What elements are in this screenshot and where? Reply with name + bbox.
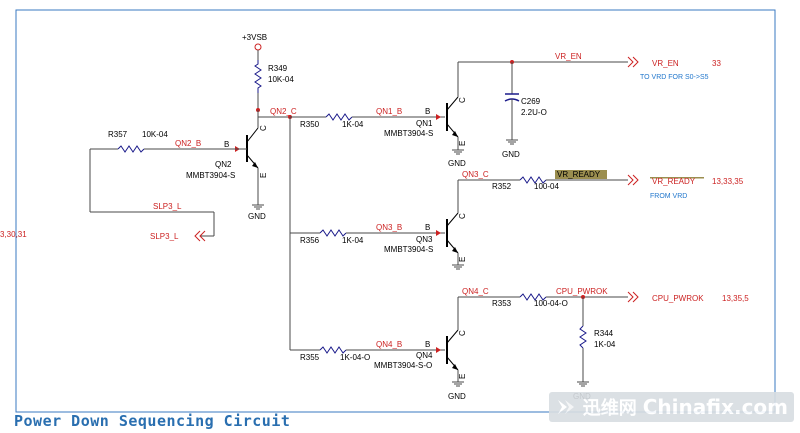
watermark: 迅维网 Chinafix.com	[548, 392, 794, 422]
vr-en-port-note: TO VRD FOR S0->S5	[640, 74, 709, 81]
slp3-l-port-label: SLP3_L	[150, 232, 179, 241]
r350-ref: R350	[300, 120, 320, 129]
gnd-qn1: GND	[448, 149, 466, 168]
watermark-en: Chinafix.com	[642, 395, 788, 419]
offpage-vr-en: VR_EN 33 TO VRD FOR S0->S5	[627, 56, 721, 81]
qn2-part: MMBT3904-S	[186, 171, 235, 180]
resistor-r355: R355 1K-04-O	[290, 346, 445, 362]
qn2-pin-b: B	[224, 140, 229, 149]
vr-ready-port-refs: 13,33,35	[712, 177, 744, 186]
vr-en-port-refs: 33	[712, 59, 721, 68]
resistor-r350: R350 1K-04	[290, 113, 445, 129]
qn4-ref: QN4	[416, 351, 433, 360]
net-cpu-pwrok: CPU_PWROK	[556, 287, 608, 296]
qn3-ref: QN3	[416, 235, 433, 244]
sheet-border	[15, 9, 776, 413]
qn4-pin-e: E	[458, 374, 467, 379]
left-edge-ref: 3,30,31	[0, 230, 27, 239]
resistor-r349: R349 10K-04	[254, 60, 294, 110]
resistor-r353: R353 100-04-O	[492, 293, 628, 308]
power-label: +3VSB	[242, 33, 267, 42]
offpage-slp3-l: SLP3_L	[150, 230, 206, 242]
r357-value: 10K-04	[142, 130, 168, 139]
r353-value: 100-04-O	[534, 299, 568, 308]
watermark-cn: 迅维网	[582, 398, 637, 419]
qn1-pin-e: E	[458, 141, 467, 146]
r352-value: 100-04	[534, 182, 559, 191]
resistor-r344: R344 1K-04	[579, 297, 616, 382]
r357-ref: R357	[108, 130, 128, 139]
qn1-pin-b: B	[425, 107, 430, 116]
c269-value: 2.2U-O	[521, 108, 547, 117]
r353-ref: R353	[492, 299, 512, 308]
qn1-part: MMBT3904-S	[384, 129, 433, 138]
net-qn2-c: QN2_C	[270, 107, 297, 116]
qn1-ref: QN1	[416, 119, 433, 128]
gnd-qn2: GND	[248, 204, 266, 221]
qn3-pin-c: C	[458, 213, 467, 219]
qn4-part: MMBT3904-S-O	[374, 361, 432, 370]
transistor-qn1: C E QN1 MMBT3904-S	[384, 62, 467, 150]
r350-value: 1K-04	[342, 120, 364, 129]
r355-ref: R355	[300, 353, 320, 362]
qn2-pin-e: E	[259, 173, 268, 178]
net-vr-ready: VR_READY	[557, 170, 601, 179]
transistor-qn4: C E QN4 MMBT3904-S-O	[374, 297, 467, 382]
resistor-r356: R356 1K-04	[290, 229, 445, 245]
qn4-pin-c: C	[458, 330, 467, 336]
gnd-qn1-label: GND	[448, 159, 466, 168]
net-qn2-b: QN2_B	[175, 139, 201, 148]
gnd-qn2-label: GND	[248, 212, 266, 221]
qn2-ref: QN2	[215, 160, 232, 169]
r344-ref: R344	[594, 329, 614, 338]
net-qn1-b: QN1_B	[376, 107, 402, 116]
vr-en-port-name: VR_EN	[652, 59, 679, 68]
resistor-r352: R352 100-04	[492, 176, 628, 191]
transistor-qn3: C E QN3 MMBT3904-S	[384, 180, 467, 265]
r349-ref: R349	[268, 64, 288, 73]
r352-ref: R352	[492, 182, 512, 191]
gnd-qn4-label: GND	[448, 392, 466, 401]
net-qn3-b: QN3_B	[376, 223, 402, 232]
net-slp3-l: SLP3_L	[153, 202, 182, 211]
r356-value: 1K-04	[342, 236, 364, 245]
offpage-vr-ready: VR_READY 13,33,35 FROM VRD	[627, 174, 744, 200]
vr-ready-port-note: FROM VRD	[650, 193, 687, 200]
resistor-r357: R357 10K-04	[90, 130, 170, 153]
qn2-pin-c: C	[259, 125, 268, 131]
qn3-part: MMBT3904-S	[384, 245, 433, 254]
cpu-pwrok-port-name: CPU_PWROK	[652, 294, 704, 303]
qn3-pin-e: E	[458, 257, 467, 262]
vr-ready-highlight	[555, 170, 607, 179]
offpage-cpu-pwrok: CPU_PWROK 13,35,5	[627, 291, 749, 303]
watermark-logo-icon	[557, 400, 574, 414]
gnd-c269-label: GND	[502, 150, 520, 159]
r356-ref: R356	[300, 236, 320, 245]
gnd-qn4: GND	[448, 381, 466, 401]
net-qn4-b: QN4_B	[376, 340, 402, 349]
r344-value: 1K-04	[594, 340, 616, 349]
page-title: Power Down Sequencing Circuit	[14, 412, 291, 430]
c269-ref: C269	[521, 97, 541, 106]
r355-value: 1K-04-O	[340, 353, 370, 362]
gnd-qn3	[452, 264, 464, 270]
net-qn4-c: QN4_C	[462, 287, 489, 296]
qn3-pin-b: B	[425, 223, 430, 232]
qn4-pin-b: B	[425, 340, 430, 349]
vr-ready-port-name: VR_READY	[652, 177, 696, 186]
capacitor-c269: C269 2.2U-O GND	[502, 62, 547, 159]
cpu-pwrok-port-refs: 13,35,5	[722, 294, 749, 303]
qn1-pin-c: C	[458, 97, 467, 103]
power-3vsb: +3VSB	[242, 33, 267, 60]
net-vr-en: VR_EN	[555, 52, 582, 61]
net-qn3-c: QN3_C	[462, 170, 489, 179]
transistor-qn2: C E B QN2 MMBT3904-S	[186, 125, 268, 205]
r349-value: 10K-04	[268, 75, 294, 84]
